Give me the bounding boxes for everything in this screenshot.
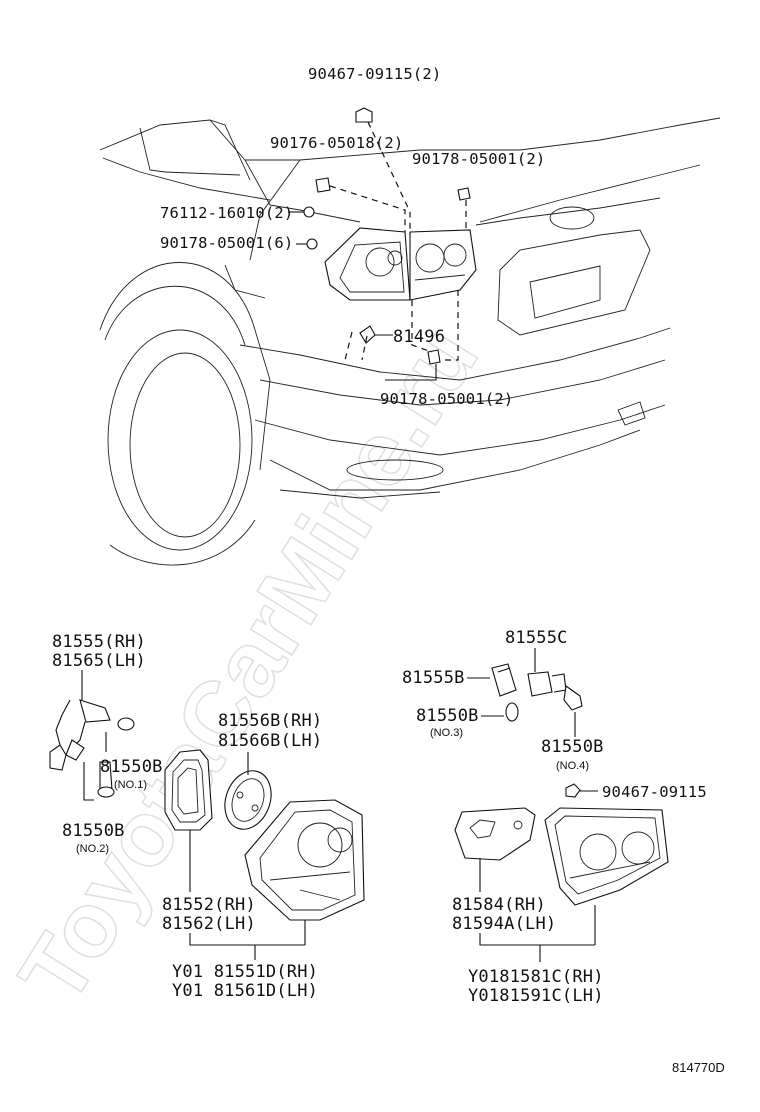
vehicle-rear-body xyxy=(99,117,721,566)
label-socket-plate-lh: 81566B(LH) xyxy=(218,731,322,751)
label-bulb-no1-note: (NO.1) xyxy=(114,779,147,791)
label-lamp-ref: 81496 xyxy=(393,327,445,347)
bolt-single xyxy=(565,783,581,798)
label-bulb-no1: 81550B xyxy=(100,757,163,777)
label-socket-plate-rh: 81556B(RH) xyxy=(218,711,322,731)
label-screw-left: 90176-05018(2) xyxy=(270,134,403,152)
label-gasket2-rh: 81584(RH) xyxy=(452,895,546,915)
label-lamp2-lh: Y0181591C(LH) xyxy=(468,986,604,1006)
label-gasket-lh: 81562(LH) xyxy=(162,914,256,934)
gasket-right xyxy=(454,807,536,861)
label-nut-right-top: 90178-05001(2) xyxy=(412,150,545,168)
lamp-assembly-right xyxy=(544,807,669,906)
leaders-top xyxy=(288,211,437,381)
figure-code: 814770D xyxy=(672,1060,725,1075)
bulbs-right xyxy=(491,663,583,722)
gasket-left xyxy=(164,749,213,831)
socket-plate xyxy=(224,770,272,830)
label-bulb-no2: 81550B xyxy=(62,821,125,841)
lamp-assembly-left xyxy=(244,799,365,921)
fasteners-top xyxy=(303,107,471,365)
label-socket-b: 81555B xyxy=(402,668,465,688)
label-socket-c: 81555C xyxy=(505,628,568,648)
label-nut-bottom: 90178-05001(2) xyxy=(380,390,513,408)
label-gasket-rh: 81552(RH) xyxy=(162,895,256,915)
label-nut-left: 90178-05001(6) xyxy=(160,234,293,252)
label-lh-socket: 81565(LH) xyxy=(52,651,146,671)
label-bolt-single: 90467-09115 xyxy=(602,783,707,801)
label-rh-socket: 81555(RH) xyxy=(52,632,146,652)
label-lamp-assy-rh: Y01 81551D(RH) xyxy=(172,962,318,982)
label-clip: 76112-16010(2) xyxy=(160,204,293,222)
label-gasket2-lh: 81594A(LH) xyxy=(452,914,556,934)
label-bulb-no3: 81550B xyxy=(416,706,479,726)
label-top-bolt: 90467-09115(2) xyxy=(308,65,441,83)
label-lamp2-rh: Y0181581C(RH) xyxy=(468,967,604,987)
leader-bracket-left xyxy=(189,933,305,946)
label-bulb-no4: 81550B xyxy=(541,737,604,757)
socket-harness-left xyxy=(49,699,135,801)
label-bulb-no4-note: (NO.4) xyxy=(556,760,589,772)
tail-lamp-on-vehicle xyxy=(324,227,477,301)
label-bulb-no2-note: (NO.2) xyxy=(76,843,109,855)
label-bulb-no3-note: (NO.3) xyxy=(430,727,463,739)
dashed-leaders-top xyxy=(329,121,467,361)
label-lamp-assy-lh: Y01 81561D(LH) xyxy=(172,981,318,1001)
leader-bracket-right xyxy=(479,933,595,946)
